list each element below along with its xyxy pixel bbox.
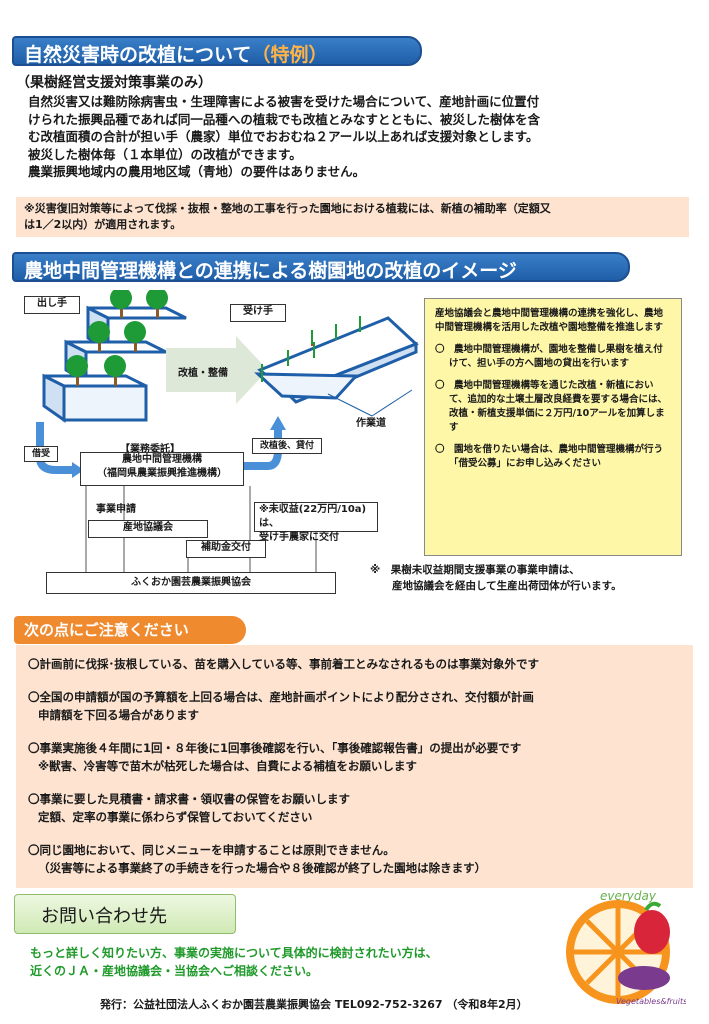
contact-text: もっと詳しく知りたい方、事業の実施について具体的に検討されたい方は、 近くのＪＡ…: [30, 944, 438, 980]
section2-title: 農地中間管理機構との連携による樹園地の改植のイメージ: [24, 260, 517, 282]
logo-top-text: everyday: [600, 889, 657, 903]
para-line: 農業振興地域内の農用地区域（青地）の要件はありません。: [28, 164, 366, 179]
income-box: ※未収益(22万円/10a)は、 受け手農家に交付: [254, 502, 378, 543]
caution-item: 〇計画前に伐採･抜根している、苗を購入している等、事前着工とみなされるものは事業…: [28, 655, 681, 673]
caution-line: 〇全国の申請額が国の予算額を上回る場合は、産地計画ポイントにより配分さされ、交付…: [28, 690, 534, 704]
giver-label: 出し手: [24, 296, 80, 314]
agency-box: 農地中間管理機構 （福岡県農業振興推進機構）: [80, 452, 244, 486]
commission-label: 【業務委託】: [120, 444, 180, 455]
caution-heading: 次の点にご注意ください: [14, 616, 246, 644]
para-line: 被災した樹体毎（１本単位）の改植ができます。: [28, 146, 302, 162]
logo-bottom-text: Vegetables&fruits!: [616, 997, 686, 1006]
tree-icon: [146, 290, 168, 309]
footnote-line: 産地協議会を経由して生産出荷団体が行います。: [392, 580, 622, 592]
council-box: 産地協議会: [88, 520, 208, 538]
caution-item: 〇同じ園地において、同じメニューを申請することは原則できません。 （災害等による…: [28, 841, 681, 877]
seedling-icons: [261, 316, 361, 382]
collaboration-info-box: 産地協議会と農地中間管理機構の連携を強化し、農地中間管理機構を活用した改植や園地…: [424, 298, 682, 556]
caution-box: 〇計画前に伐採･抜根している、苗を購入している等、事前着工とみなされるものは事業…: [16, 645, 693, 888]
note-line: は1／2以内）が適用されます。: [24, 218, 182, 231]
after-lease-label: 改植後、貸付: [252, 438, 322, 454]
tree-icon: [66, 355, 88, 377]
tree-icon: [110, 290, 132, 309]
agency-name: 農地中間管理機構: [122, 454, 202, 465]
lease-in-label: 借受: [24, 446, 58, 462]
tree-icons: [66, 290, 168, 386]
everyday-logo-icon: everyday Vegetables&fruits!: [566, 889, 686, 1006]
caution-line: 〇計画前に伐採･抜根している、苗を購入している等、事前着工とみなされるものは事業…: [28, 657, 540, 671]
info-item: 〇 農地中間管理機構等を通じた改植・新植において、追加的な土壌土層改良経費を要す…: [435, 380, 668, 433]
section1-title: 自然災害時の改植について: [24, 44, 252, 66]
para-line: む改植面積の合計が担い手（農家）単位でおおむね２アール以上あれば支援対象とします…: [28, 129, 539, 144]
terrace-graphic: [42, 305, 187, 423]
flat-orchard-graphic: [254, 316, 419, 404]
para-line: けられた振興品種であれば同一品種への植栽でも改植とみなすとともに、被災した樹体を…: [28, 111, 541, 127]
section2-banner: 農地中間管理機構との連携による樹園地の改植のイメージ: [12, 252, 630, 282]
footnote-line: ※ 果樹未収益期間支援事業の事業申請は、: [370, 564, 580, 576]
association-box: ふくおか園芸農業振興協会: [46, 572, 336, 594]
subsidy-box: 補助金交付: [186, 540, 266, 558]
caution-subline: （災害等による事業終了の手続きを行った場合や８後確認が終了した園地は除きます）: [38, 861, 487, 875]
info-intro: 産地協議会と農地中間管理機構の連携を強化し、農地中間管理機構を活用した改植や園地…: [435, 308, 664, 333]
tree-icon: [88, 321, 110, 343]
disaster-note-box: ※災害復旧対策等によって伐採・抜根・整地の工事を行った園地における植栽には、新植…: [16, 197, 689, 237]
caution-subline: 定額、定率の事業に係わらず保管しておいてください: [38, 810, 313, 824]
income-line: ※未収益(22万円/10a)は、: [259, 504, 367, 529]
section1-subtitle: （果樹経営支援対策事業のみ）: [16, 75, 212, 91]
contact-heading: お問い合わせ先: [14, 894, 236, 934]
caution-item: 〇事業に要した見積書・請求書・領収書の保管をお願いします 定額、定率の事業に係わ…: [28, 790, 681, 826]
replant-label: 改植・整備: [178, 368, 228, 379]
tree-icon: [124, 321, 146, 343]
agency-sub: （福岡県農業振興推進機構）: [97, 468, 227, 479]
info-item: 〇 農地中間管理機構が、園地を整備し果樹を植え付けて、担い手の方へ園地の貸出を行…: [435, 344, 663, 369]
replant-arrow-icon: [166, 336, 268, 404]
contact-line: 近くのＪＡ・産地協議会・当協会へご相談ください。: [30, 964, 319, 978]
caution-line: 〇事業に要した見積書・請求書・領収書の保管をお願いします: [28, 792, 350, 806]
para-line: 自然災害又は難防除病害虫・生理障害による被害を受けた場合について、産地計画に位置…: [28, 94, 540, 109]
publisher-info: 発行：公益社団法人ふくおか園芸農業振興協会 TEL092-752-3267 （令…: [100, 998, 528, 1011]
caution-line: 〇同じ園地において、同じメニューを申請することは原則できません。: [28, 843, 395, 857]
caution-line: 〇事業実施後４年間に1回・８年後に1回事後確認を行い、「事後確認報告書」の提出が…: [28, 741, 522, 755]
caution-item: 〇事業実施後４年間に1回・８年後に1回事後確認を行い、「事後確認報告書」の提出が…: [28, 739, 681, 775]
work-road-label: 作業道: [356, 418, 386, 429]
caution-item: 〇全国の申請額が国の予算額を上回る場合は、産地計画ポイントにより配分さされ、交付…: [28, 688, 681, 724]
note-line: ※災害復旧対策等によって伐採・抜根・整地の工事を行った園地における植栽には、新植…: [24, 202, 551, 215]
section1-paragraph: 自然災害又は難防除病害虫・生理障害による被害を受けた場合について、産地計画に位置…: [28, 93, 684, 181]
section1-title-accent: （特例）: [251, 44, 328, 66]
income-line: 受け手農家に交付: [259, 532, 339, 543]
contact-line: もっと詳しく知りたい方、事業の実施について具体的に検討されたい方は、: [30, 946, 438, 960]
diagram-graphic: [36, 290, 419, 572]
caution-subline: 申請額を下回る場合があります: [38, 708, 199, 722]
section1-banner: 自然災害時の改植について（特例）: [12, 36, 422, 66]
receiver-label: 受け手: [230, 304, 286, 322]
application-label: 事業申請: [96, 504, 136, 515]
diagram-footnote: ※ 果樹未収益期間支援事業の事業申請は、 産地協議会を経由して生産出荷団体が行い…: [370, 562, 700, 594]
info-item: 〇 園地を借りたい場合は、農地中間管理機構が行う「借受公募」にお申し込みください: [435, 444, 664, 469]
orchard-diagram: 出し手 受け手 改植・整備 作業道 借受 改植後、貸付 【業務委託】 農地中間管…: [16, 290, 426, 610]
tree-icon: [104, 355, 126, 377]
caution-subline: ※獣害、冷害等で苗木が枯死した場合は、自費による補植をお願いします: [38, 759, 417, 773]
